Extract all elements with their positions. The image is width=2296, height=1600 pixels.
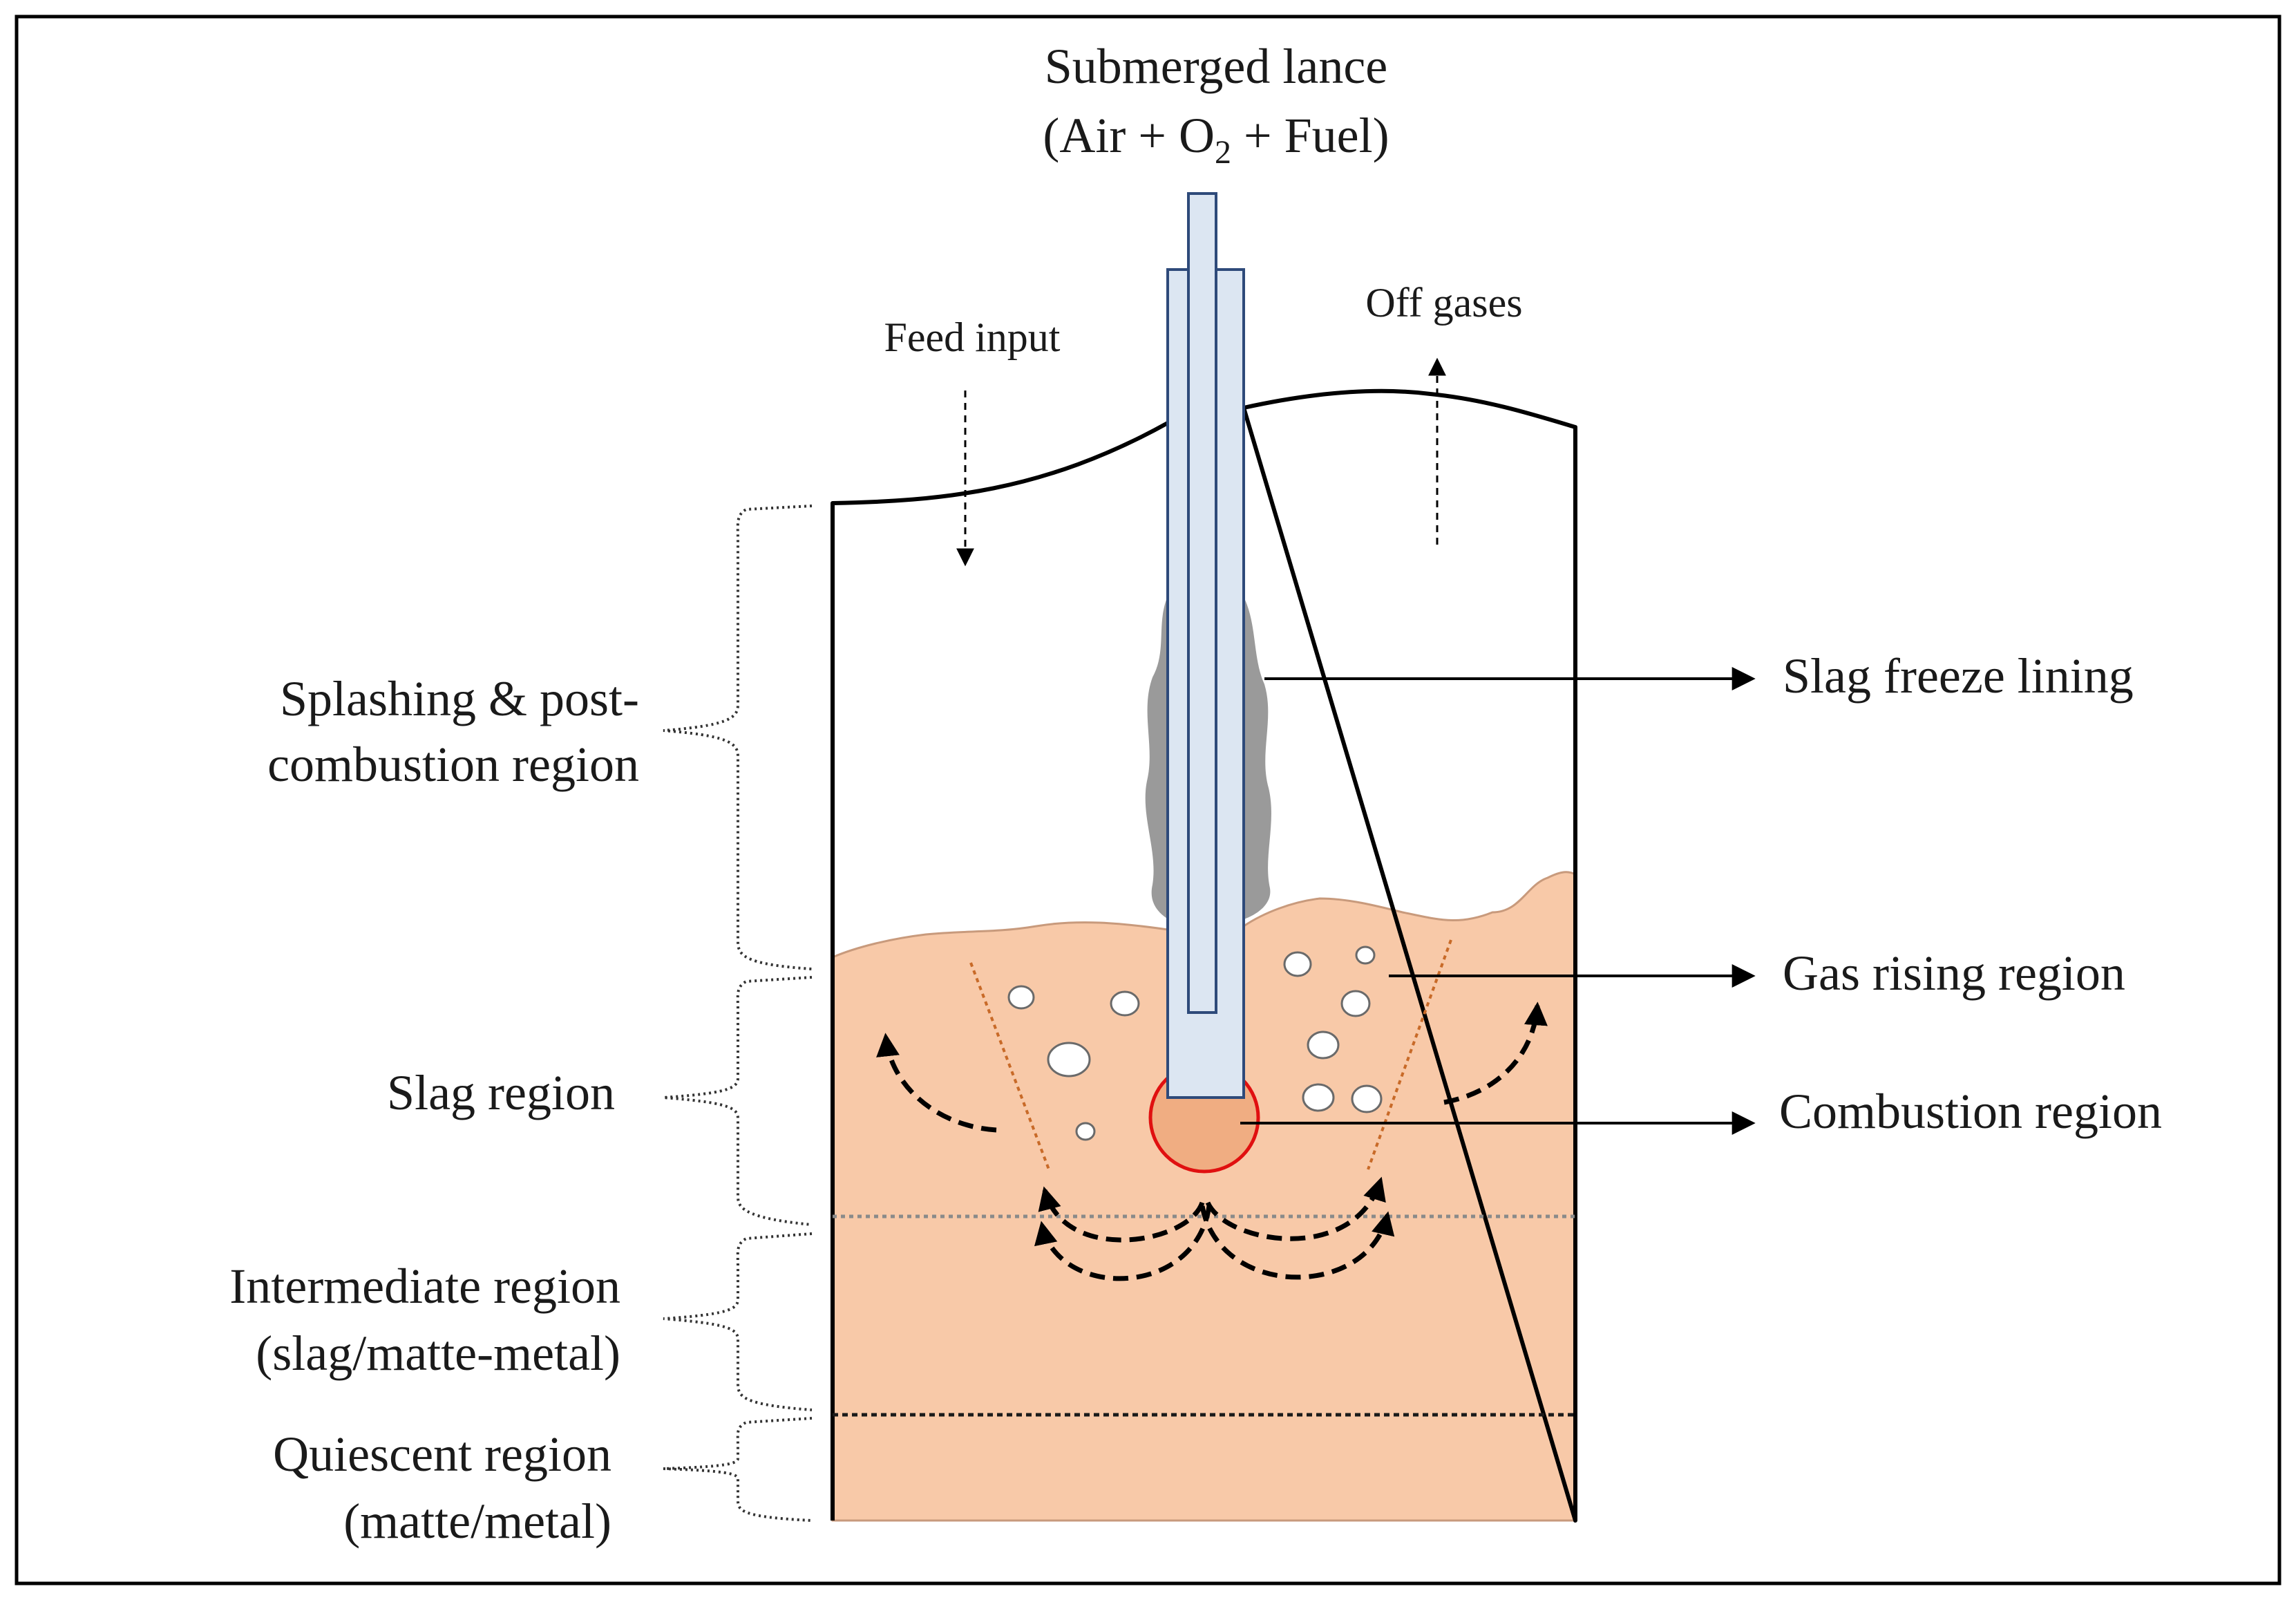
circulation-arrow-left-upper <box>876 1033 997 1133</box>
intermediate-region-label-line2: (slag/matte-metal) <box>256 1326 620 1381</box>
circulation-arrows <box>876 1001 1548 1281</box>
brace-splashing <box>663 505 813 970</box>
intermediate-region-label-line1: Intermediate region <box>229 1259 620 1314</box>
figure-border <box>15 15 2281 1585</box>
circulation-arrow-left-inner <box>1038 1186 1205 1243</box>
gas-cone-left <box>969 962 1050 1170</box>
lance-title-line1: Submerged lance <box>1045 39 1388 94</box>
off-gases-label: Off gases <box>1365 280 1522 326</box>
slag-region-label: Slag region <box>387 1065 615 1120</box>
lance-title-subscript: 2 <box>1215 134 1231 171</box>
lance-title-line2: (Air + O2 + Fuel) <box>1043 108 1389 171</box>
furnace-vessel <box>831 388 1577 1523</box>
lance-title-prefix: (Air + O <box>1043 108 1215 163</box>
slag-bath <box>831 871 1577 1522</box>
brace-slag <box>663 976 813 1226</box>
feed-input-label: Feed input <box>884 314 1061 360</box>
region-braces <box>663 505 813 1522</box>
lance-inner-pipe <box>1187 192 1217 1014</box>
slag-freeze-lining-label: Slag freeze lining <box>1783 648 2134 704</box>
brace-intermediate <box>663 1232 813 1411</box>
brace-quiescent <box>663 1417 813 1522</box>
gas-bubbles <box>1007 945 1383 1141</box>
circulation-arrow-right-inner <box>1205 1176 1386 1241</box>
lance-title-suffix: + Fuel) <box>1231 108 1389 163</box>
circulation-arrow-right-outer <box>1199 1205 1395 1280</box>
circulation-arrow-right-upper <box>1443 1001 1548 1105</box>
quiescent-region-label-line1: Quiescent region <box>273 1427 611 1482</box>
gas-rising-region-label: Gas rising region <box>1783 945 2125 1001</box>
combustion-region-label: Combustion region <box>1779 1084 2162 1139</box>
splashing-region-label-line2: combustion region <box>267 737 639 792</box>
splashing-region-label-line1: Splashing & post- <box>280 671 639 726</box>
quiescent-region-label-line2: (matte/metal) <box>343 1494 611 1549</box>
circulation-arrow-left-outer <box>1034 1205 1212 1281</box>
